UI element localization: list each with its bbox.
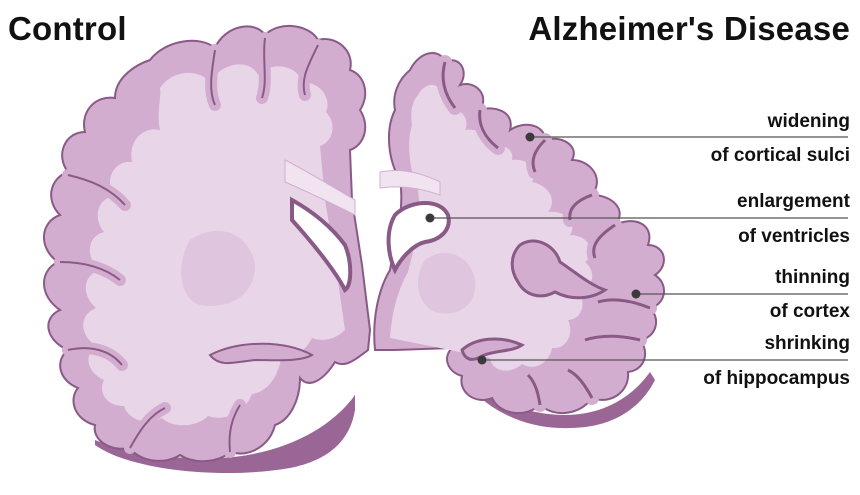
leader-dot-sulci — [526, 133, 535, 142]
annotation-hippocampus-line1: shrinking — [764, 333, 850, 355]
annotation-ventricles-line1: enlargement — [737, 191, 850, 213]
alzheimers-hemisphere — [374, 53, 664, 428]
annotation-sulci-line2: of cortical sulci — [711, 145, 850, 167]
control-hemisphere — [44, 26, 370, 473]
annotation-hippocampus-line2: of hippocampus — [703, 368, 850, 390]
annotation-cortex-line1: thinning — [775, 267, 850, 289]
leader-dot-cortex — [632, 290, 641, 299]
leader-dot-hippocampus — [478, 356, 487, 365]
annotation-cortex-line2: of cortex — [770, 301, 850, 323]
annotation-ventricles-line2: of ventricles — [738, 226, 850, 248]
leader-dot-ventricles — [426, 214, 435, 223]
annotation-sulci-line1: widening — [768, 111, 850, 133]
